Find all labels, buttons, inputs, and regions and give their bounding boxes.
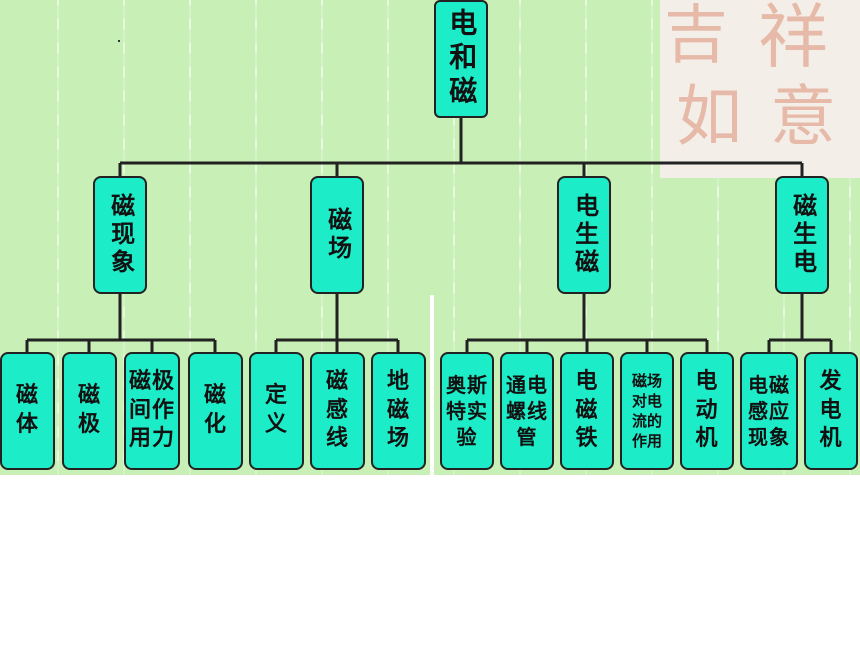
node-leaf: 定义 [249, 352, 304, 470]
node-branch-magnetism-to-electricity: 磁生电 [775, 176, 829, 294]
watermark-char: 如 [676, 78, 742, 155]
node-leaf: 磁场对电流的作用 [620, 352, 674, 470]
node-leaf: 电动机 [680, 352, 734, 470]
node-root: 电和磁 [434, 0, 488, 118]
node-leaf: 发电机 [804, 352, 858, 470]
node-leaf: 电磁感应现象 [740, 352, 798, 470]
node-leaf: 磁体 [0, 352, 55, 470]
divider-line [430, 295, 434, 475]
watermark-char: 意 [770, 78, 836, 155]
node-leaf: 地磁场 [371, 352, 426, 470]
node-branch-magnetic-phenomena: 磁现象 [93, 176, 147, 294]
connector-lines [25, 118, 833, 352]
node-leaf: 磁化 [188, 352, 243, 470]
node-leaf: 磁极间作用力 [124, 352, 180, 470]
node-leaf: 奥斯特实验 [440, 352, 494, 470]
stray-dot [118, 40, 120, 42]
node-leaf: 电磁铁 [560, 352, 614, 470]
node-branch-electricity-to-magnetism: 电生磁 [557, 176, 611, 294]
node-leaf: 磁极 [62, 352, 117, 470]
node-leaf: 磁感线 [310, 352, 365, 470]
watermark-seal: 吉 祥 如 意 [660, 0, 860, 178]
node-branch-magnetic-field: 磁场 [310, 176, 364, 294]
watermark-char: 吉 [664, 0, 728, 73]
watermark-char: 祥 [758, 0, 828, 78]
node-leaf: 通电螺线管 [500, 352, 554, 470]
